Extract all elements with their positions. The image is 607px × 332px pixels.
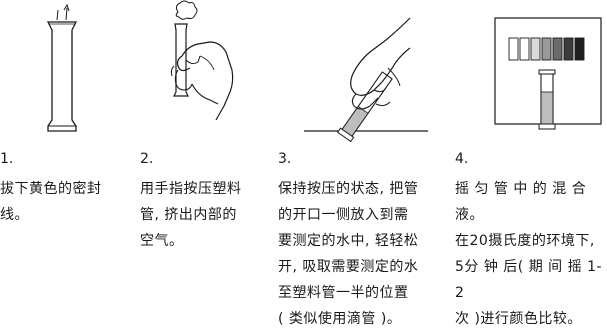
step-2-number: 2. bbox=[140, 151, 154, 167]
hand-dip-tube-water-icon bbox=[304, 17, 428, 143]
swatch-5 bbox=[552, 37, 563, 61]
step-2-text: 用手指按压塑料 管, 挤出内部的 空气。 bbox=[140, 181, 242, 249]
hand-squeeze-tube-icon bbox=[170, 0, 234, 121]
step-1-text: 拔下黄色的密封 线。 bbox=[0, 181, 102, 223]
color-chart-compare-icon bbox=[494, 17, 602, 130]
step-2: 2. 用手指按压塑料 管, 挤出内部的 空气。 bbox=[140, 0, 270, 324]
swatch-3 bbox=[530, 37, 541, 61]
step-4-number: 4. bbox=[455, 151, 469, 167]
step-3-text: 保持按压的状态, 把管 的开口一侧放入到需 要测定的水中, 轻轻松 开, 吸取需… bbox=[278, 181, 419, 327]
tube-remove-seal-icon bbox=[46, 3, 78, 132]
swatch-1 bbox=[508, 37, 519, 61]
step-3: 3. 保持按压的状态, 把管 的开口一侧放入到需 要测定的水中, 轻轻松 开, … bbox=[278, 0, 448, 327]
step-3-number: 3. bbox=[278, 151, 292, 167]
step-1-number: 1. bbox=[0, 151, 14, 167]
swatch-7 bbox=[574, 37, 585, 61]
swatch-4 bbox=[541, 37, 552, 61]
swatch-6 bbox=[563, 37, 574, 61]
step-4-text: 摇 匀 管 中 的 混 合 液。 在20摄氏度的环境下, 5分 钟 后( 期 间… bbox=[455, 181, 603, 327]
step-4: 4. 摇 匀 管 中 的 混 合 液。 在20摄氏度的环境下, 5分 钟 后( … bbox=[455, 0, 605, 327]
step-1: 1. 拔下黄色的密封 线。 bbox=[0, 0, 130, 324]
swatch-2 bbox=[519, 37, 530, 61]
